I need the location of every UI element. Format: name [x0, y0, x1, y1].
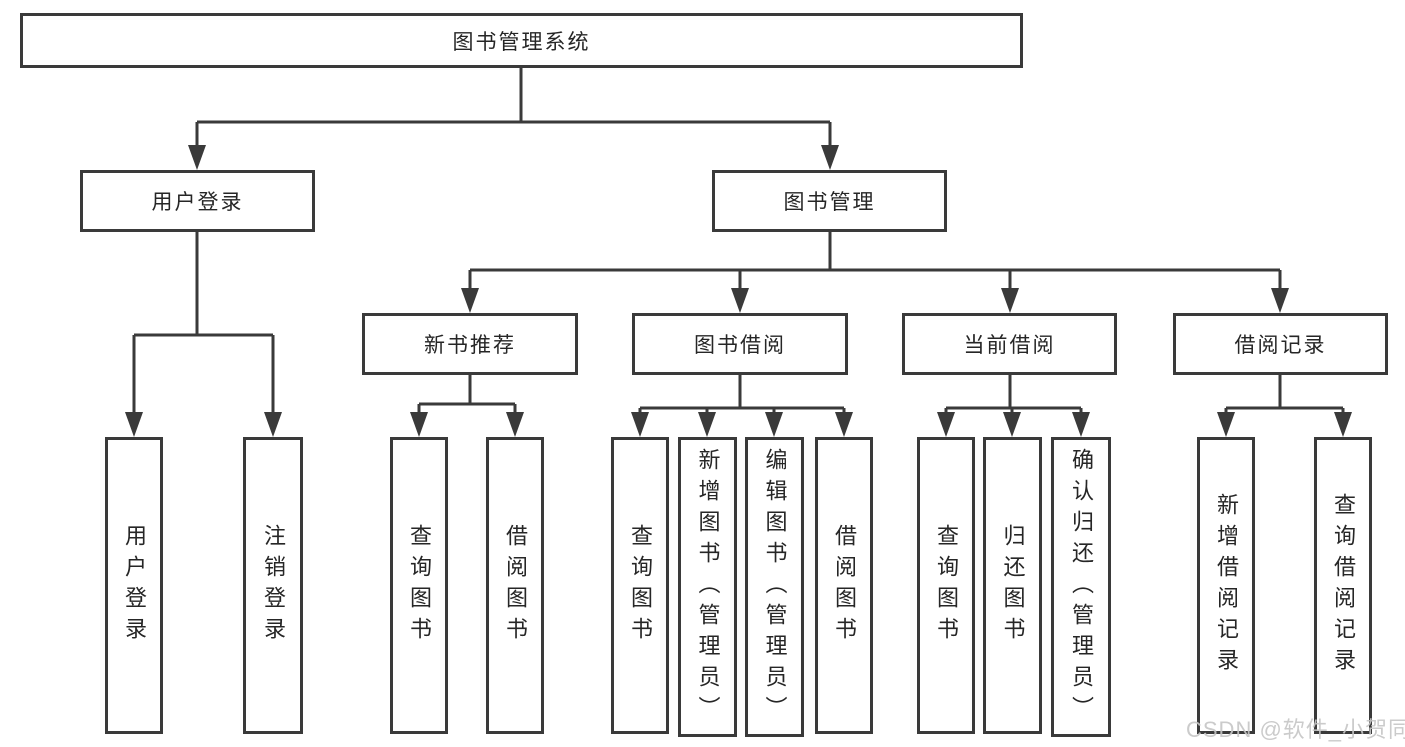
leaf-add-books-admin: 新增图书（管理员）	[678, 437, 737, 737]
arrow-down-icon	[410, 412, 428, 437]
leaf-logout-login: 注销登录	[243, 437, 303, 734]
arrow-down-icon	[631, 412, 649, 437]
leaf-add-borrow-record: 新增借阅记录	[1197, 437, 1255, 734]
arrow-down-icon	[506, 412, 524, 437]
arrow-down-icon	[835, 412, 853, 437]
connector-user-login-children	[125, 232, 282, 437]
arrow-down-icon	[1001, 288, 1019, 313]
node-book-borrowing: 图书借阅	[632, 313, 848, 375]
leaf-borrow-books-recommend: 借阅图书	[486, 437, 544, 734]
leaf-query-books-borrowing: 查询图书	[611, 437, 669, 734]
arrow-down-icon	[461, 288, 479, 313]
leaf-return-books: 归还图书	[983, 437, 1042, 734]
leaf-borrow-books-borrowing: 借阅图书	[815, 437, 873, 734]
arrow-down-icon	[765, 412, 783, 437]
connector-book-borrowing-children	[631, 375, 853, 437]
node-book-management: 图书管理	[712, 170, 947, 232]
arrow-down-icon	[188, 145, 206, 170]
leaf-query-books-recommend: 查询图书	[390, 437, 448, 734]
arrow-down-icon	[731, 288, 749, 313]
connector-current-borrowing-children	[937, 375, 1090, 437]
connector-new-book-recommend-children	[410, 375, 524, 437]
leaf-user-login: 用户登录	[105, 437, 163, 734]
csdn-watermark: CSDN @软件_小贺同学	[1186, 717, 1405, 742]
node-new-book-recommend: 新书推荐	[362, 313, 578, 375]
arrow-down-icon	[1334, 412, 1352, 437]
node-borrowing-records: 借阅记录	[1173, 313, 1388, 375]
arrow-down-icon	[1072, 412, 1090, 437]
connector-book-management-children	[461, 232, 1289, 313]
arrow-down-icon	[1271, 288, 1289, 313]
leaf-confirm-return-admin: 确认归还（管理员）	[1051, 437, 1111, 737]
arrow-down-icon	[937, 412, 955, 437]
arrow-down-icon	[821, 145, 839, 170]
leaf-query-borrow-record: 查询借阅记录	[1314, 437, 1372, 734]
node-library-management-system: 图书管理系统	[20, 13, 1023, 68]
arrow-down-icon	[264, 412, 282, 437]
node-user-login: 用户登录	[80, 170, 315, 232]
arrow-down-icon	[125, 412, 143, 437]
leaf-edit-books-admin: 编辑图书（管理员）	[745, 437, 804, 737]
arrow-down-icon	[698, 412, 716, 437]
node-current-borrowing: 当前借阅	[902, 313, 1117, 375]
connector-root-to-level2	[188, 68, 839, 170]
connector-borrowing-records-children	[1217, 375, 1352, 437]
arrow-down-icon	[1217, 412, 1235, 437]
leaf-query-books-current: 查询图书	[917, 437, 975, 734]
arrow-down-icon	[1003, 412, 1021, 437]
